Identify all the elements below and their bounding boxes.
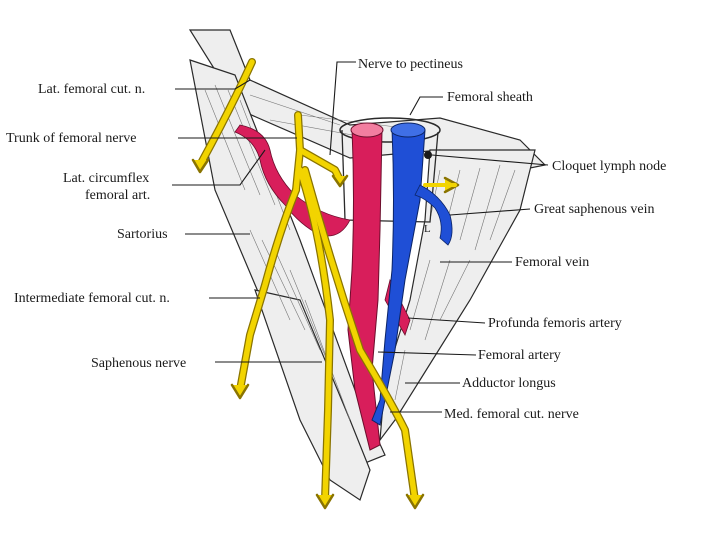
label-lat-femoral-cut-n: Lat. femoral cut. n. xyxy=(38,82,145,97)
label-lat-circumflex-line1: Lat. circumflex xyxy=(63,171,149,186)
saphenous-nerve xyxy=(297,167,333,503)
lat-circumflex-artery xyxy=(234,124,351,237)
med-femoral-cut-nerve xyxy=(302,167,418,503)
femoral-vein-lumen xyxy=(390,122,426,138)
cloquet-lymph-node xyxy=(424,151,432,159)
label-great-saphenous-vein: Great saphenous vein xyxy=(534,202,655,217)
intermediate-femoral-cut-nerve xyxy=(237,187,299,393)
label-saphenous-nerve: Saphenous nerve xyxy=(91,356,186,371)
label-nerve-to-pectineus: Nerve to pectineus xyxy=(358,57,463,72)
arrow-saphenous xyxy=(315,493,335,510)
arrow-med-femoral xyxy=(405,493,425,510)
label-profunda-femoris-artery: Profunda femoris artery xyxy=(488,316,622,331)
arrow-intermediate xyxy=(230,383,250,400)
label-cloquet-lymph-node: Cloquet lymph node xyxy=(552,159,666,174)
femoral-artery xyxy=(347,127,383,451)
lat-femoral-cut-nerve xyxy=(197,59,255,168)
label-sartorius: Sartorius xyxy=(117,227,168,242)
femoral-sheath-wall xyxy=(341,129,439,223)
great-saphenous-vein xyxy=(414,184,453,246)
label-vein-marker: L xyxy=(424,223,431,235)
label-trunk-femoral-nerve: Trunk of femoral nerve xyxy=(6,131,137,146)
label-lat-circumflex-line2: femoral art. xyxy=(85,188,150,203)
femoral-artery-lumen xyxy=(350,122,384,138)
femoral-vein xyxy=(371,127,426,426)
arrow-pectineus xyxy=(331,174,349,188)
label-med-femoral-cut-nerve: Med. femoral cut. nerve xyxy=(444,407,579,422)
label-adductor-longus: Adductor longus xyxy=(462,376,556,391)
label-femoral-sheath: Femoral sheath xyxy=(447,90,533,105)
muscle-hatching xyxy=(204,84,516,421)
leader-lines xyxy=(172,61,549,413)
lower-sartorius-band xyxy=(254,289,371,501)
label-intermediate-femoral-cut-n: Intermediate femoral cut. n. xyxy=(14,291,170,306)
femoral-sheath-ring xyxy=(339,117,441,143)
arrow-lat-femoral xyxy=(191,158,210,174)
label-femoral-vein: Femoral vein xyxy=(515,255,589,270)
label-femoral-artery: Femoral artery xyxy=(478,348,561,363)
